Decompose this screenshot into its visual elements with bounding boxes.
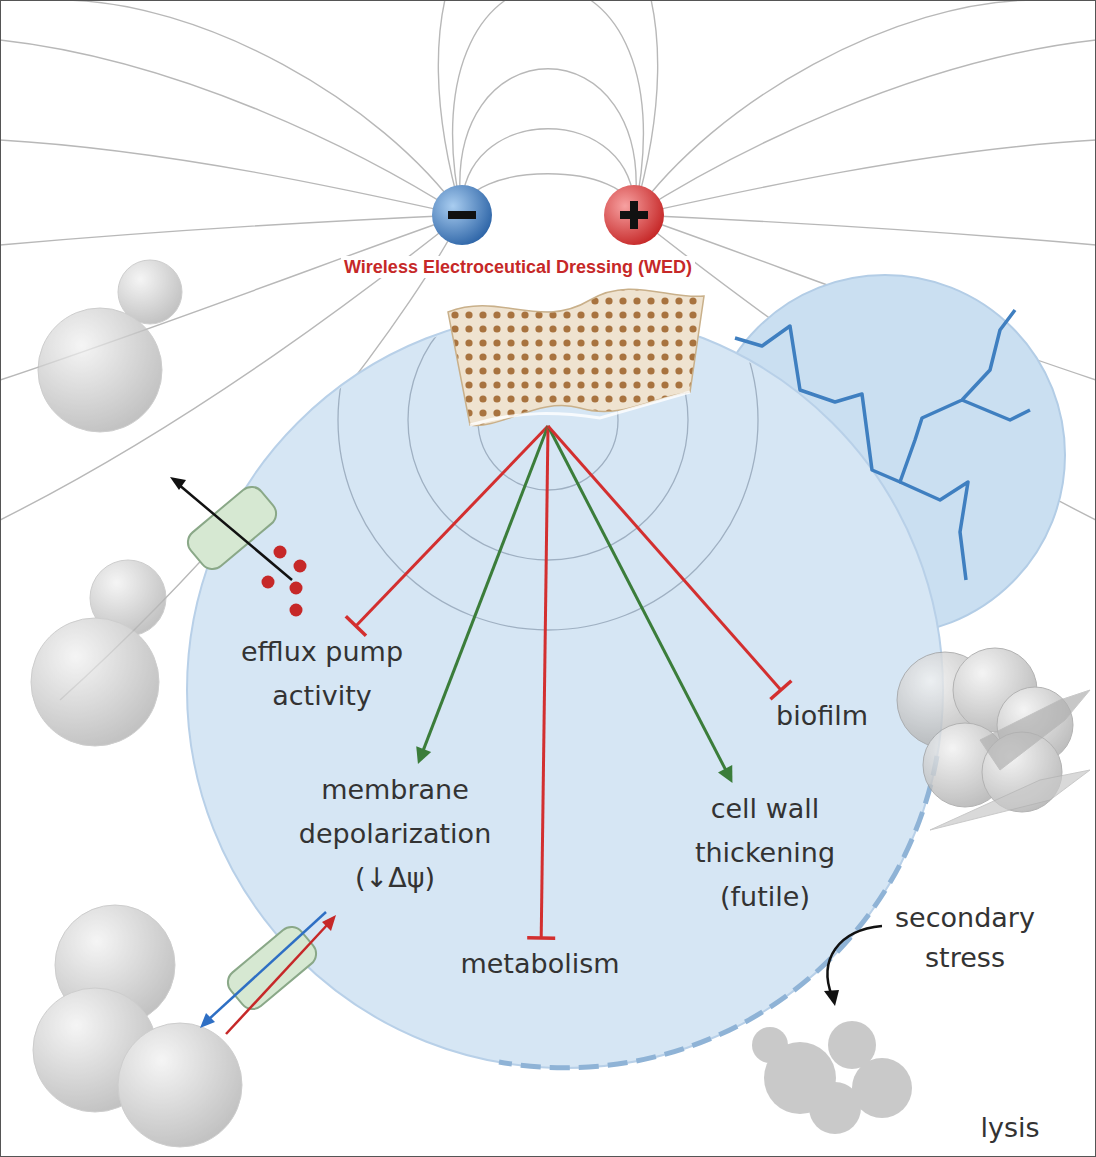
molecule xyxy=(290,604,303,617)
field-ring xyxy=(338,210,758,630)
field-line xyxy=(634,40,1096,215)
annotation: secondary stress xyxy=(870,898,1060,978)
plus-symbol xyxy=(630,201,638,229)
crack xyxy=(962,400,1030,420)
effect-connector xyxy=(416,426,548,764)
field-line xyxy=(460,69,636,215)
stress-arrow xyxy=(828,926,882,996)
connector-line xyxy=(548,426,781,690)
effect-connector xyxy=(527,426,555,938)
dressing-title: Wireless Electroceutical Dressing (WED) xyxy=(341,256,695,278)
yeast-cell xyxy=(118,1023,242,1147)
dressing-title: Wireless Electroceutical Dressing (WED) xyxy=(268,256,768,278)
dressing-edge xyxy=(470,392,690,425)
effect-connector xyxy=(346,426,548,636)
cracks xyxy=(735,310,1030,580)
arrowhead xyxy=(824,990,839,1006)
ion-arrow xyxy=(208,912,326,1020)
yeast-cell xyxy=(38,308,162,432)
inhibition-bar xyxy=(527,936,555,940)
dressing xyxy=(448,289,704,425)
arrowhead xyxy=(322,915,336,931)
effect-label: metabolism xyxy=(430,938,650,990)
connector-line xyxy=(541,426,548,938)
effect-label: efflux pump activity xyxy=(207,626,437,722)
effect-text: metabolism xyxy=(430,938,650,990)
drug-molecules xyxy=(262,546,307,617)
yeast-cell-body xyxy=(187,312,943,1068)
ion-arrow xyxy=(226,924,328,1034)
hypha xyxy=(930,770,1090,830)
yeast-cell xyxy=(752,1027,788,1063)
hypha xyxy=(980,690,1090,770)
field-rings xyxy=(338,210,758,630)
positive-electrode xyxy=(604,185,664,245)
transporter xyxy=(223,922,322,1015)
arrowhead xyxy=(416,746,431,764)
efflux-arrow xyxy=(178,484,292,580)
arrowhead xyxy=(718,765,732,783)
inhibition-bar xyxy=(346,616,366,635)
molecule xyxy=(274,546,287,559)
annotation: lysis xyxy=(955,1108,1065,1148)
effect-label: biofilm xyxy=(742,690,902,742)
field-line xyxy=(0,40,462,215)
effect-text: biofilm xyxy=(742,690,902,742)
field-line xyxy=(453,0,644,215)
lysed-cells xyxy=(752,1021,912,1134)
field-line xyxy=(634,215,1096,245)
yeast-cell xyxy=(31,618,159,746)
inhibition-bar xyxy=(770,681,791,700)
connector-line xyxy=(420,426,548,758)
minus-symbol xyxy=(448,211,476,219)
field-line xyxy=(0,215,462,245)
effect-text: cell wall thickening (futile) xyxy=(650,783,880,923)
yeast-cluster xyxy=(897,648,1090,830)
yeast-cell xyxy=(809,1082,861,1134)
effect-connector xyxy=(548,426,791,699)
molecule xyxy=(262,576,275,589)
ion-transporter xyxy=(223,922,322,1015)
yeast-cell xyxy=(852,1058,912,1118)
field-line xyxy=(634,0,1036,215)
effect-label: cell wall thickening (futile) xyxy=(650,783,880,923)
molecule xyxy=(294,560,307,573)
crack xyxy=(900,482,968,580)
dashed-wall xyxy=(499,756,937,1068)
effect-text: membrane depolarization (↓Δψ) xyxy=(265,764,525,904)
molecule xyxy=(290,582,303,595)
field-line xyxy=(0,140,462,215)
crack xyxy=(735,310,1015,482)
field-line xyxy=(438,0,657,215)
arrowhead xyxy=(170,477,186,490)
effect-label: membrane depolarization (↓Δψ) xyxy=(265,764,525,904)
field-line xyxy=(60,0,462,215)
negative-electrode xyxy=(432,185,492,245)
connector-line xyxy=(356,426,548,626)
effect-text: efflux pump activity xyxy=(207,626,437,722)
dressing-node: Wireless Electroceutical Dressing (WED) xyxy=(268,256,768,426)
arrowhead xyxy=(200,1013,215,1028)
field-line xyxy=(634,140,1096,215)
